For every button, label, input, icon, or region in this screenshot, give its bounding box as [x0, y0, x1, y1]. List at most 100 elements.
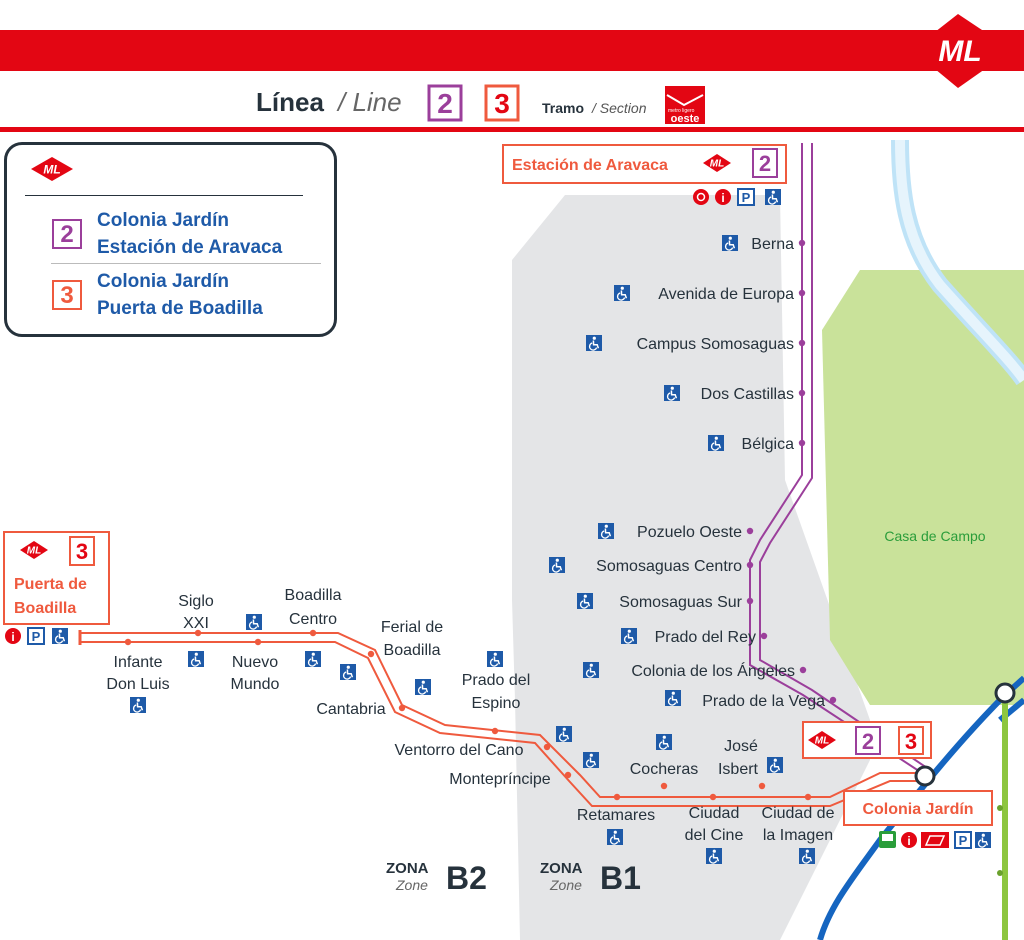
- station-cantabria: Cantabria: [316, 701, 385, 718]
- svg-text:B1: B1: [600, 860, 641, 896]
- legend-divider: [25, 195, 303, 196]
- svg-text:B2: B2: [446, 860, 487, 896]
- station-ventorro-del-cano: Ventorro del Cano: [395, 742, 524, 759]
- svg-text:ZONA: ZONA: [540, 860, 583, 877]
- tramo-label: Tramo: [542, 100, 584, 116]
- legend-route-2-origin: Colonia Jardín: [97, 210, 229, 231]
- station-boadilla-centro-1: Boadilla: [285, 587, 342, 604]
- station-colonia-de-los-angeles: Colonia de los Ángeles: [631, 661, 795, 680]
- line-2-badge: [427, 84, 463, 122]
- station-infante-don-luis-1: Infante: [114, 654, 163, 671]
- station-ciudad-del-cine-1: Ciudad: [689, 805, 740, 822]
- accessible-icon: [764, 188, 782, 206]
- terminal-boadilla-name-1: Puerta de: [14, 576, 87, 593]
- svg-text:i: i: [721, 191, 724, 205]
- tramo-label-en: / Section: [591, 100, 647, 116]
- svg-text:P: P: [742, 190, 751, 205]
- station-avenida-de-europa: Avenida de Europa: [658, 286, 794, 303]
- station-belgica: Bélgica: [742, 436, 795, 453]
- legend-route-3-destination: Puerta de Boadilla: [97, 298, 263, 319]
- header-bar: [0, 30, 1024, 71]
- station-siglo-xxi-2: XXI: [183, 615, 209, 632]
- station-infante-don-luis-2: Don Luis: [106, 676, 169, 693]
- terminal-puerta-de-boadilla: 3 Puerta de Boadilla i P: [3, 531, 110, 645]
- station-prado-de-la-vega: Prado de la Vega: [702, 693, 825, 710]
- line-3-dots: [124, 629, 812, 801]
- line-2-dots: [746, 239, 837, 704]
- station-cocheras: Cocheras: [630, 761, 698, 778]
- station-monteprincipe: Montepríncipe: [449, 771, 550, 788]
- station-ferial-de-boadilla-2: Boadilla: [384, 642, 441, 659]
- terminal-aravaca-name: Estación de Aravaca: [512, 157, 668, 174]
- accessible-icon: [51, 627, 69, 645]
- svg-text:Zone: Zone: [549, 877, 582, 893]
- station-jose-isbert-1: José: [724, 738, 758, 755]
- station-campus-somosaguas: Campus Somosaguas: [637, 336, 794, 353]
- header-rule: [0, 127, 1024, 132]
- line-label-en: / Line: [336, 87, 402, 117]
- station-prado-del-espino-2: Espino: [472, 695, 521, 712]
- legend-route-2-destination: Estación de Aravaca: [97, 237, 283, 258]
- zone-b1-label: ZONA Zone B1: [540, 860, 641, 896]
- terminal-colonia-line-2: 2: [862, 729, 874, 754]
- legend-divider-2: [51, 263, 321, 264]
- station-prado-del-rey: Prado del Rey: [655, 629, 756, 646]
- station-nuevo-mundo-1: Nuevo: [232, 654, 278, 671]
- casa-de-campo-label: Casa de Campo: [884, 528, 985, 544]
- svg-text:ML: ML: [938, 35, 981, 68]
- svg-text:oeste: oeste: [671, 113, 700, 125]
- line-label: Línea: [256, 87, 324, 117]
- legend-line-3-badge: 3: [52, 280, 82, 310]
- zone-b2-label: ZONA Zone B2: [386, 860, 487, 896]
- station-ferial-de-boadilla-1: Ferial de: [381, 619, 443, 636]
- terminal-aravaca: Estación de Aravaca 2 i P: [502, 144, 787, 206]
- terminal-boadilla-line: 3: [76, 539, 88, 564]
- terminal-colonia-jardin: 2 3 Colonia Jardín i P: [802, 721, 993, 849]
- terminal-aravaca-line: 2: [759, 151, 771, 176]
- svg-text:Zone: Zone: [395, 877, 428, 893]
- terminal-colonia-line-3: 3: [905, 729, 917, 754]
- legend-route-3-origin: Colonia Jardín: [97, 271, 229, 292]
- svg-text:i: i: [907, 834, 910, 848]
- info-icon: [901, 832, 917, 848]
- casa-de-campo-park: [822, 270, 1024, 705]
- line-2-badge-text: 2: [437, 88, 453, 119]
- zone-b1-area: [512, 195, 870, 940]
- line-3-badge-text: 3: [494, 88, 510, 119]
- svg-text:ML: ML: [43, 163, 60, 177]
- svg-text:ZONA: ZONA: [386, 860, 429, 877]
- terminal-boadilla-name-2: Boadilla: [14, 600, 76, 617]
- metro-ligero-oeste-logo: metro ligero oeste: [665, 86, 705, 125]
- station-prado-del-espino-1: Prado del: [462, 672, 531, 689]
- metro-line-10: [817, 675, 1024, 940]
- parking-icon: [954, 831, 972, 849]
- station-berna: Berna: [751, 236, 794, 253]
- station-jose-isbert-2: Isbert: [718, 761, 759, 778]
- station-pozuelo-oeste: Pozuelo Oeste: [637, 524, 742, 541]
- station-boadilla-centro-2: Centro: [289, 611, 337, 628]
- svg-text:i: i: [11, 630, 14, 644]
- svg-text:P: P: [959, 833, 968, 848]
- line-2-route: [749, 143, 931, 776]
- legend-line-2-badge: 2: [52, 219, 82, 249]
- station-ciudad-de-la-imagen-2: la Imagen: [763, 827, 833, 844]
- interchange-circle-east: [994, 682, 1016, 704]
- svg-text:metro ligero: metro ligero: [668, 108, 695, 114]
- station-dos-castillas: Dos Castillas: [701, 386, 794, 403]
- ml-logo: ML: [912, 14, 1012, 88]
- station-somosaguas-centro: Somosaguas Centro: [596, 558, 742, 575]
- station-somosaguas-sur: Somosaguas Sur: [619, 594, 742, 611]
- legend-box: ML 2 Colonia Jardín Estación de Aravaca …: [4, 142, 337, 337]
- station-ciudad-de-la-imagen-1: Ciudad de: [762, 805, 835, 822]
- parking-icon: [27, 627, 45, 645]
- station-nuevo-mundo-2: Mundo: [231, 676, 280, 693]
- ml-logo-icon: ML: [31, 157, 73, 181]
- parking-icon: [737, 188, 755, 206]
- station-ciudad-del-cine-2: del Cine: [685, 827, 744, 844]
- accessible-icon: [974, 831, 992, 849]
- station-retamares: Retamares: [577, 807, 655, 824]
- terminal-colonia-name: Colonia Jardín: [862, 801, 973, 818]
- station-siglo-xxi-1: Siglo: [178, 593, 214, 610]
- line-3-badge: [484, 84, 520, 122]
